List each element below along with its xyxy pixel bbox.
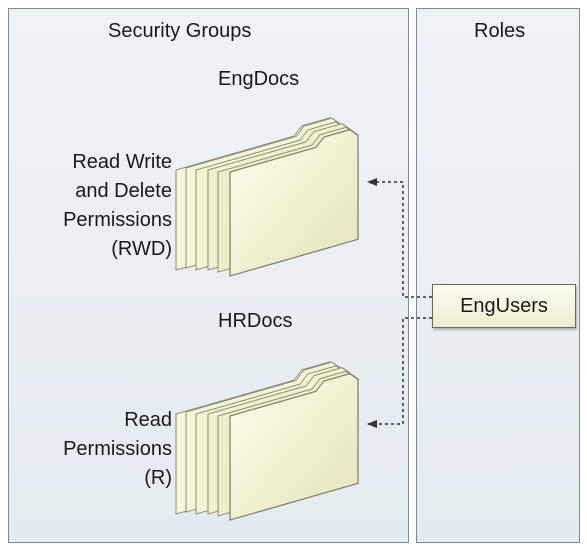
roles-panel [416,8,580,543]
permission-line: Permissions [63,209,172,231]
permission-line: (R) [144,467,172,489]
arrow-icon [367,178,432,298]
permission-line: (RWD) [111,238,172,260]
engdocs-title: EngDocs [218,68,300,90]
arrow-icon [367,317,432,428]
engdocs-permissions-label: Read Write and Delete Permissions (RWD) [63,148,172,264]
permission-line: and Delete [75,180,172,202]
folder-stack-icon [175,361,359,521]
folder-stack-icon [175,117,359,277]
permission-line: Permissions [63,438,172,460]
permission-line: Read Write [72,151,172,173]
roles-title: Roles [474,20,526,42]
security-groups-title: Security Groups [108,20,252,42]
engusers-label: EngUsers [460,294,548,317]
engusers-role-box: EngUsers [432,284,576,328]
permission-line: Read [124,409,172,431]
hrdocs-permissions-label: Read Permissions (R) [63,406,172,493]
hrdocs-title: HRDocs [218,310,293,332]
